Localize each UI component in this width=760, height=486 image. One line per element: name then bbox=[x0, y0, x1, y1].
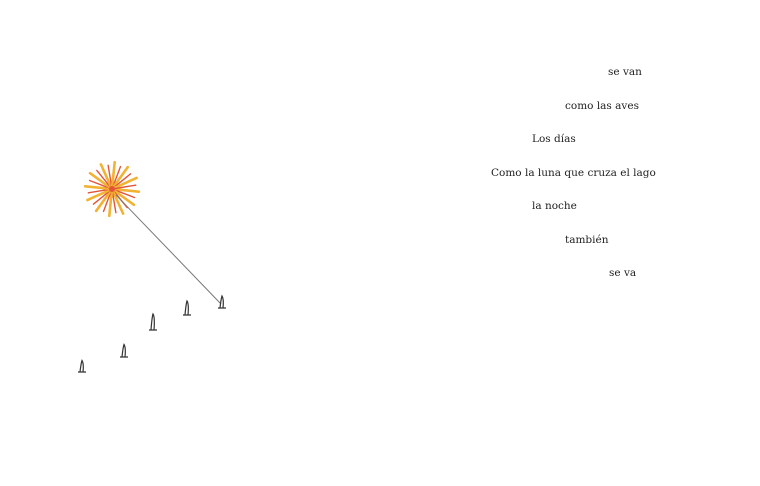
sun-ray bbox=[112, 165, 122, 187]
sun-ray bbox=[113, 189, 136, 207]
bird-icon bbox=[120, 343, 128, 358]
sun-ray bbox=[92, 190, 111, 205]
sun-ray bbox=[111, 191, 117, 214]
sun-ray bbox=[99, 163, 113, 188]
poem-line-5: la noche bbox=[532, 200, 577, 212]
sun-ray bbox=[108, 190, 114, 218]
sun-ray bbox=[83, 185, 111, 191]
poem-line-3: Los días bbox=[532, 133, 576, 145]
sun-ray bbox=[113, 187, 141, 193]
sun-ray bbox=[107, 164, 113, 187]
sun-ray bbox=[110, 160, 116, 188]
bird-icon bbox=[78, 359, 86, 373]
sun-icon bbox=[83, 160, 141, 218]
sun-core bbox=[109, 186, 115, 192]
bird-icon bbox=[218, 294, 226, 309]
sun-ray bbox=[96, 169, 111, 188]
sun-ray bbox=[113, 176, 138, 190]
sun-ray bbox=[114, 184, 137, 190]
sun-ray bbox=[114, 189, 136, 199]
poem-line-1: se van bbox=[608, 66, 642, 78]
poem-line-6: también bbox=[565, 234, 609, 246]
sun-ray bbox=[113, 173, 132, 188]
poem-line-7: se va bbox=[609, 267, 637, 279]
sun-ray bbox=[87, 188, 110, 194]
sun-ray bbox=[88, 171, 111, 189]
bird-icon bbox=[149, 312, 157, 331]
kite-string bbox=[115, 194, 222, 305]
birds bbox=[78, 294, 226, 373]
sun-ray bbox=[86, 188, 111, 202]
sun-ray bbox=[111, 190, 125, 215]
poem-line-4: Como la luna que cruza el lago bbox=[491, 167, 656, 179]
sun-ray bbox=[88, 179, 110, 189]
sun-ray bbox=[112, 165, 130, 188]
sun-ray bbox=[102, 191, 112, 213]
poem-line-2: como las aves bbox=[565, 100, 639, 112]
sun-ray bbox=[94, 190, 112, 213]
bird-icon bbox=[183, 299, 191, 316]
